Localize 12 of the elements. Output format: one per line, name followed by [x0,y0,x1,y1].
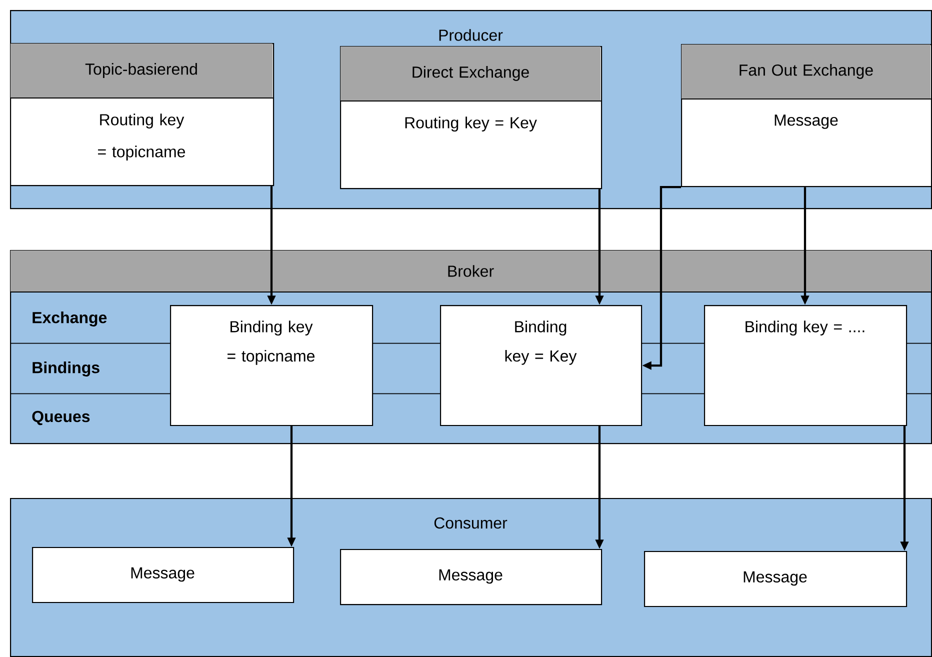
process-box: Message [340,549,602,606]
process-box: Binding key = topicname [170,305,374,426]
row-label: Queues [32,410,90,426]
process-box: Message [32,547,294,604]
process-box: Binding key = .... [704,305,908,426]
row-label: Exchange [32,312,107,326]
exchange-card: Direct Exchange Routing key = Key [340,46,602,190]
process-box: Message [644,551,908,608]
exchange-card: Fan Out Exchange Message [681,44,932,188]
process-box: Binding key = Key [440,305,642,426]
exchange-card: Topic-basierend Routing key = topicname [10,43,274,186]
row-label: Bindings [32,362,100,376]
